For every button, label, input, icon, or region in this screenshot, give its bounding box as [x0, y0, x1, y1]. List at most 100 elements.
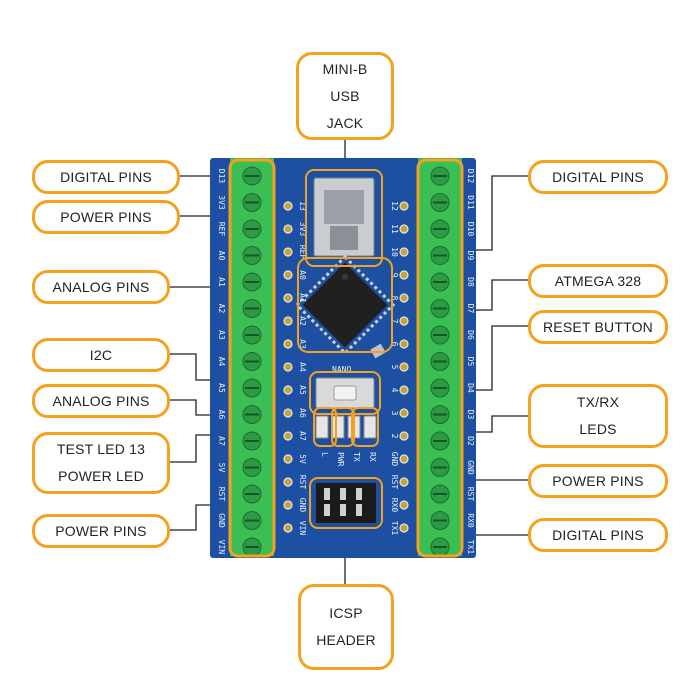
header-hole: [283, 408, 293, 418]
mini-usb-jack: [313, 177, 375, 257]
pin-label: A6: [217, 410, 226, 420]
screw-terminal: [242, 272, 262, 292]
atmega-chip: [294, 254, 396, 356]
pin-label: A4: [217, 357, 226, 367]
left-terminal-highlight: [228, 158, 276, 558]
reset-button[interactable]: [315, 377, 375, 409]
screw-terminal: [430, 537, 450, 557]
screw-terminal: [242, 219, 262, 239]
i2c-label: I2C: [32, 338, 170, 372]
screw-terminal: [242, 378, 262, 398]
header-hole: [399, 339, 409, 349]
pcb-board: [210, 158, 476, 558]
power-pins-label-left: POWER PINS: [32, 200, 180, 234]
power-pins-label-right: POWER PINS: [528, 464, 668, 498]
reset-button-text: RESET BUTTON: [542, 318, 653, 335]
header-hole: [399, 477, 409, 487]
inner-pin-label: A3: [298, 339, 307, 349]
icsp-pin: [324, 504, 330, 516]
inner-pin-label: 2: [390, 434, 399, 439]
header-hole: [399, 500, 409, 510]
led-group: [313, 407, 379, 447]
pin-label: 5V: [217, 463, 226, 473]
pin-label: RST: [217, 487, 226, 502]
screw-terminal: [430, 299, 450, 318]
screw-terminal: [430, 378, 450, 398]
inner-pin-label: VIN: [298, 521, 307, 536]
inner-pin-label: 4: [390, 388, 399, 393]
inner-pin-label: 11: [390, 224, 399, 234]
inner-pin-label: 7: [390, 319, 399, 324]
icsp-pin: [324, 488, 330, 500]
screw-terminal: [242, 166, 262, 186]
inner-pin-label: RX0: [390, 498, 399, 513]
pin-label: RST: [466, 487, 475, 502]
header-hole: [399, 385, 409, 395]
pin-label: D3: [466, 410, 475, 420]
inner-pin-label: A0: [298, 270, 307, 280]
icsp-line-2: HEADER: [316, 632, 376, 648]
test-led-label: TEST LED 13 POWER LED: [32, 432, 170, 494]
header-hole: [399, 523, 409, 533]
pin-label: A2: [217, 304, 226, 314]
pin-label: D10: [466, 222, 475, 237]
inner-pin-label: RST: [390, 475, 399, 490]
pin-label: 3V3: [217, 195, 226, 210]
pin-label: RX0: [466, 513, 475, 528]
digital-pins-label-top-right: DIGITAL PINS: [528, 160, 668, 194]
inner-pin-label: TX1: [390, 521, 399, 536]
led-label: TX: [352, 452, 361, 462]
pin-label: D7: [466, 304, 475, 314]
screw-terminal: [430, 219, 450, 239]
pin-label: D6: [466, 330, 475, 340]
icsp-line-1: ICSP: [329, 605, 363, 621]
icsp-header: [309, 477, 383, 529]
pin-label: TX1: [466, 540, 475, 555]
header-hole: [399, 454, 409, 464]
screw-terminal: [242, 431, 262, 451]
digital-pins-text: DIGITAL PINS: [552, 526, 644, 543]
screw-terminal: [430, 246, 450, 265]
header-hole: [399, 201, 409, 211]
header-hole: [283, 454, 293, 464]
inner-pin-label: 5V: [298, 454, 307, 464]
screw-terminal: [430, 272, 450, 292]
screw-terminal: [242, 246, 262, 265]
pin-label: A5: [217, 383, 226, 393]
test-led-line-1: TEST LED 13: [56, 441, 146, 457]
screw-terminal: [430, 484, 450, 504]
screw-terminal: [242, 511, 262, 530]
icsp-pin: [356, 504, 362, 516]
pin-label: A3: [217, 330, 226, 340]
inner-pin-label: GND: [298, 498, 307, 513]
pin-label: A7: [217, 436, 226, 446]
digital-pins-text: DIGITAL PINS: [552, 168, 644, 185]
led-label: PWR: [336, 452, 345, 467]
header-hole: [399, 362, 409, 372]
inner-pin-label: 3: [390, 411, 399, 416]
led-label: L: [320, 452, 329, 457]
mini-usb-line-2: USB: [330, 87, 360, 104]
screw-terminal: [430, 458, 450, 477]
header-hole: [283, 293, 293, 303]
inner-pin-label: 8: [390, 296, 399, 301]
inner-pin-label: A4: [298, 362, 307, 372]
left-terminal-block: [230, 158, 274, 557]
screw-terminal: [430, 431, 450, 451]
inner-pin-label: 12: [390, 201, 399, 211]
inner-pin-label: 5: [390, 365, 399, 370]
analog-pins-text: ANALOG PINS: [52, 278, 150, 295]
analog-pins-text: ANALOG PINS: [52, 392, 150, 409]
inner-pin-label: REF: [298, 245, 307, 260]
inner-pin-label: 13: [298, 201, 307, 211]
inner-pin-label: A2: [298, 316, 307, 326]
icsp-pin: [356, 488, 362, 500]
digital-pins-label-bottom-right: DIGITAL PINS: [528, 518, 668, 552]
txrx-line-2: LEDS: [579, 421, 617, 437]
pin-label: D11: [466, 195, 475, 210]
reset-button-label: RESET BUTTON: [528, 310, 668, 344]
power-pins-text: POWER PINS: [60, 208, 152, 225]
pin-label: A0: [217, 251, 226, 261]
power-pins-text: POWER PINS: [55, 522, 147, 539]
header-hole: [283, 431, 293, 441]
